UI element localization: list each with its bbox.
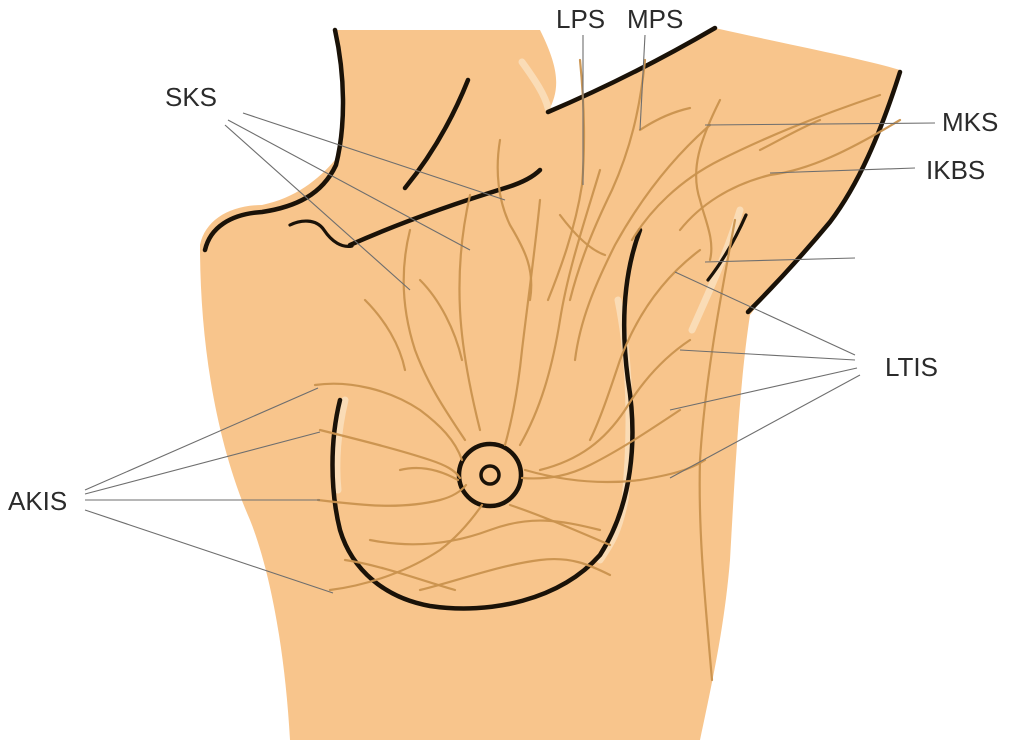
- label-akis: AKIS: [8, 486, 67, 516]
- label-sks: SKS: [165, 82, 217, 112]
- torso-skin: [200, 28, 900, 740]
- label-mps: MPS: [627, 4, 683, 34]
- label-ltis: LTIS: [885, 352, 938, 382]
- label-mks: MKS: [942, 107, 998, 137]
- label-lps: LPS: [556, 4, 605, 34]
- label-ikbs: IKBS: [926, 155, 985, 185]
